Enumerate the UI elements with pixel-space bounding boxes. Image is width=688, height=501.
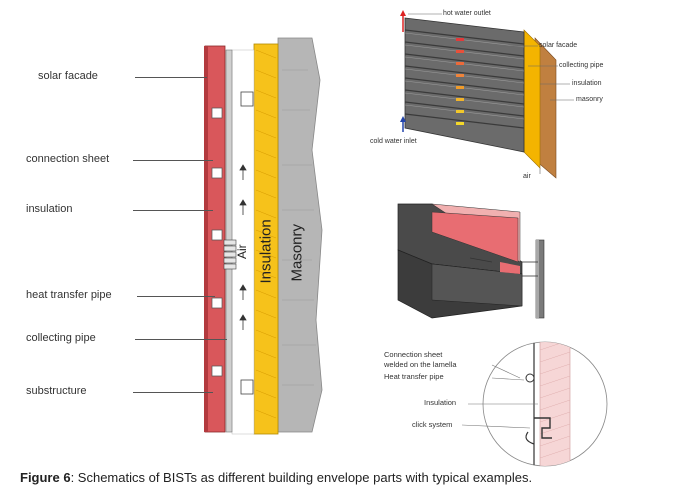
leader-substructure: [133, 392, 213, 393]
label-collecting-pipe: collecting pipe: [26, 332, 96, 344]
label-insulation-detail: Insulation: [424, 398, 457, 407]
label-substructure: substructure: [26, 385, 87, 397]
label-solar-facade: solar facade: [38, 70, 98, 82]
figure-number: Figure 6: [20, 470, 71, 485]
label-click-system: click system: [412, 420, 453, 429]
label-masonry-3d: masonry: [576, 96, 603, 103]
label-heat-transfer-pipe: heat transfer pipe: [26, 289, 112, 301]
label-cold-water-inlet: cold water inlet: [370, 138, 417, 145]
label-heat-transfer-pipe-detail: Heat transfer pipe: [384, 372, 444, 381]
leader-solar-facade: [135, 77, 207, 78]
label-air-3d: air: [523, 173, 531, 180]
label-connection-sheet-detail: Connection sheet: [384, 350, 443, 359]
leader-collecting-pipe: [135, 339, 227, 340]
label-solar-facade-3d: solar facade: [539, 42, 578, 49]
label-insulation-3d: insulation: [572, 80, 602, 87]
label-hot-water-outlet: hot water outlet: [443, 10, 491, 17]
leader-connection-sheet: [133, 160, 213, 161]
figure-caption: Figure 6: Schematics of BISTs as differe…: [20, 470, 532, 485]
insulation-layer: [253, 43, 279, 435]
leader-insulation: [133, 210, 213, 211]
label-connection-sheet: connection sheet: [26, 153, 110, 165]
label-collecting-pipe-3d: collecting pipe: [559, 62, 604, 69]
label-welded-on-lamella: welded on the lamella: [384, 360, 457, 369]
leader-heat-transfer-pipe: [137, 296, 215, 297]
label-insulation: insulation: [26, 203, 73, 215]
masonry-layer: [277, 37, 323, 433]
caption-text: : Schematics of BISTs as different build…: [70, 470, 533, 485]
